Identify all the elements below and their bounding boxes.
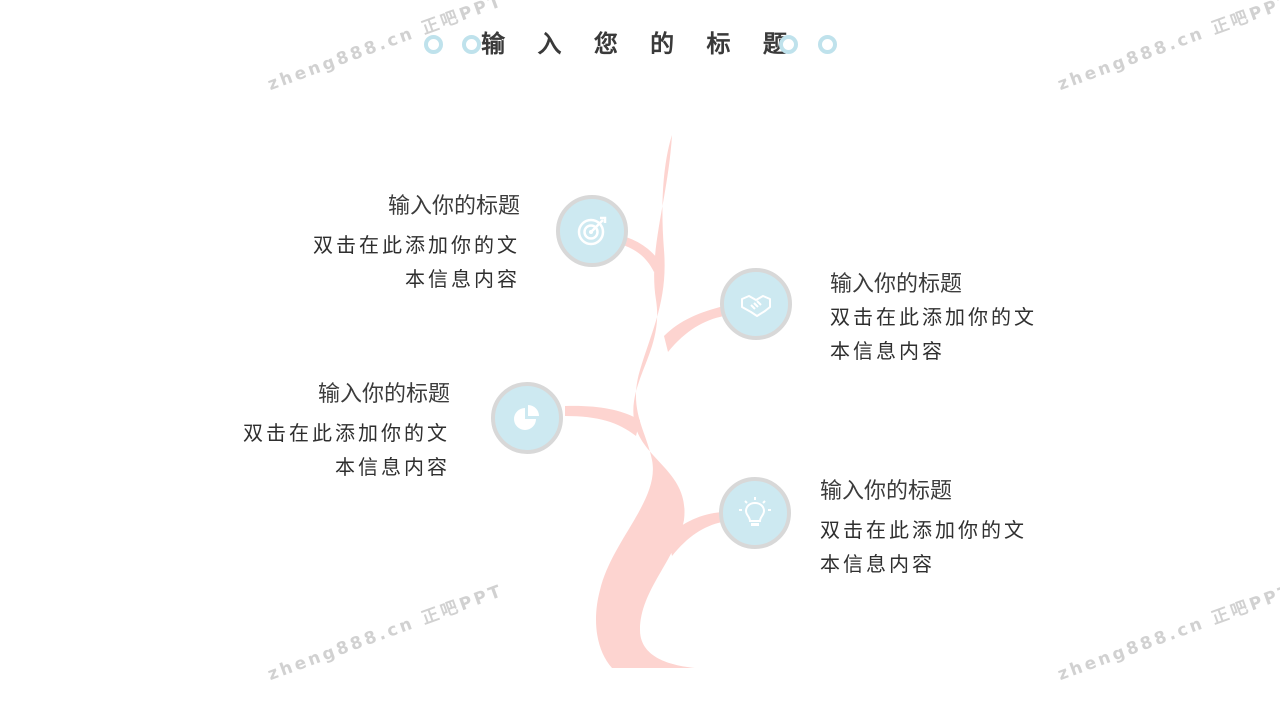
decor-ring-2: [462, 35, 481, 54]
item-heading[interactable]: 输入你的标题: [387, 194, 520, 219]
item-desc-line-2[interactable]: 本信息内容: [830, 339, 945, 363]
item-1: 输入你的标题 双击在此添加你的文 本信息内容: [270, 192, 520, 296]
node-lightbulb: [719, 477, 791, 549]
item-desc-line-1[interactable]: 双击在此添加你的文: [830, 305, 1037, 329]
item-desc-line-1[interactable]: 双击在此添加你的文: [820, 518, 1027, 542]
item-heading[interactable]: 输入你的标题: [830, 272, 963, 297]
decor-ring-3: [779, 35, 798, 54]
item-desc-line-1[interactable]: 双击在此添加你的文: [313, 233, 520, 257]
lightbulb-icon: [739, 497, 771, 526]
node-target: [556, 195, 628, 267]
item-4: 输入你的标题 双击在此添加你的文 本信息内容: [820, 477, 1080, 581]
item-heading[interactable]: 输入你的标题: [820, 479, 953, 504]
decor-ring-4: [818, 35, 837, 54]
item-desc-line-1[interactable]: 双击在此添加你的文: [243, 421, 450, 445]
node-handshake: [720, 268, 792, 340]
item-desc-line-2[interactable]: 本信息内容: [820, 552, 935, 576]
page-title[interactable]: 输 入 您 的 标 题: [481, 30, 799, 58]
node-pie-chart: [491, 382, 563, 454]
item-3: 输入你的标题 双击在此添加你的文 本信息内容: [200, 380, 450, 484]
decor-ring-1: [424, 35, 443, 54]
branch-4: [668, 512, 722, 556]
item-desc-line-2[interactable]: 本信息内容: [405, 267, 520, 291]
branch-3: [565, 405, 640, 436]
target-icon: [577, 216, 607, 246]
branch-2: [664, 306, 724, 352]
handshake-icon: [741, 295, 771, 317]
item-desc-line-2[interactable]: 本信息内容: [335, 455, 450, 479]
item-heading[interactable]: 输入你的标题: [317, 382, 450, 407]
pie-chart-icon: [514, 405, 539, 430]
item-2: 输入你的标题 双击在此添加你的文 本信息内容: [830, 270, 1090, 368]
